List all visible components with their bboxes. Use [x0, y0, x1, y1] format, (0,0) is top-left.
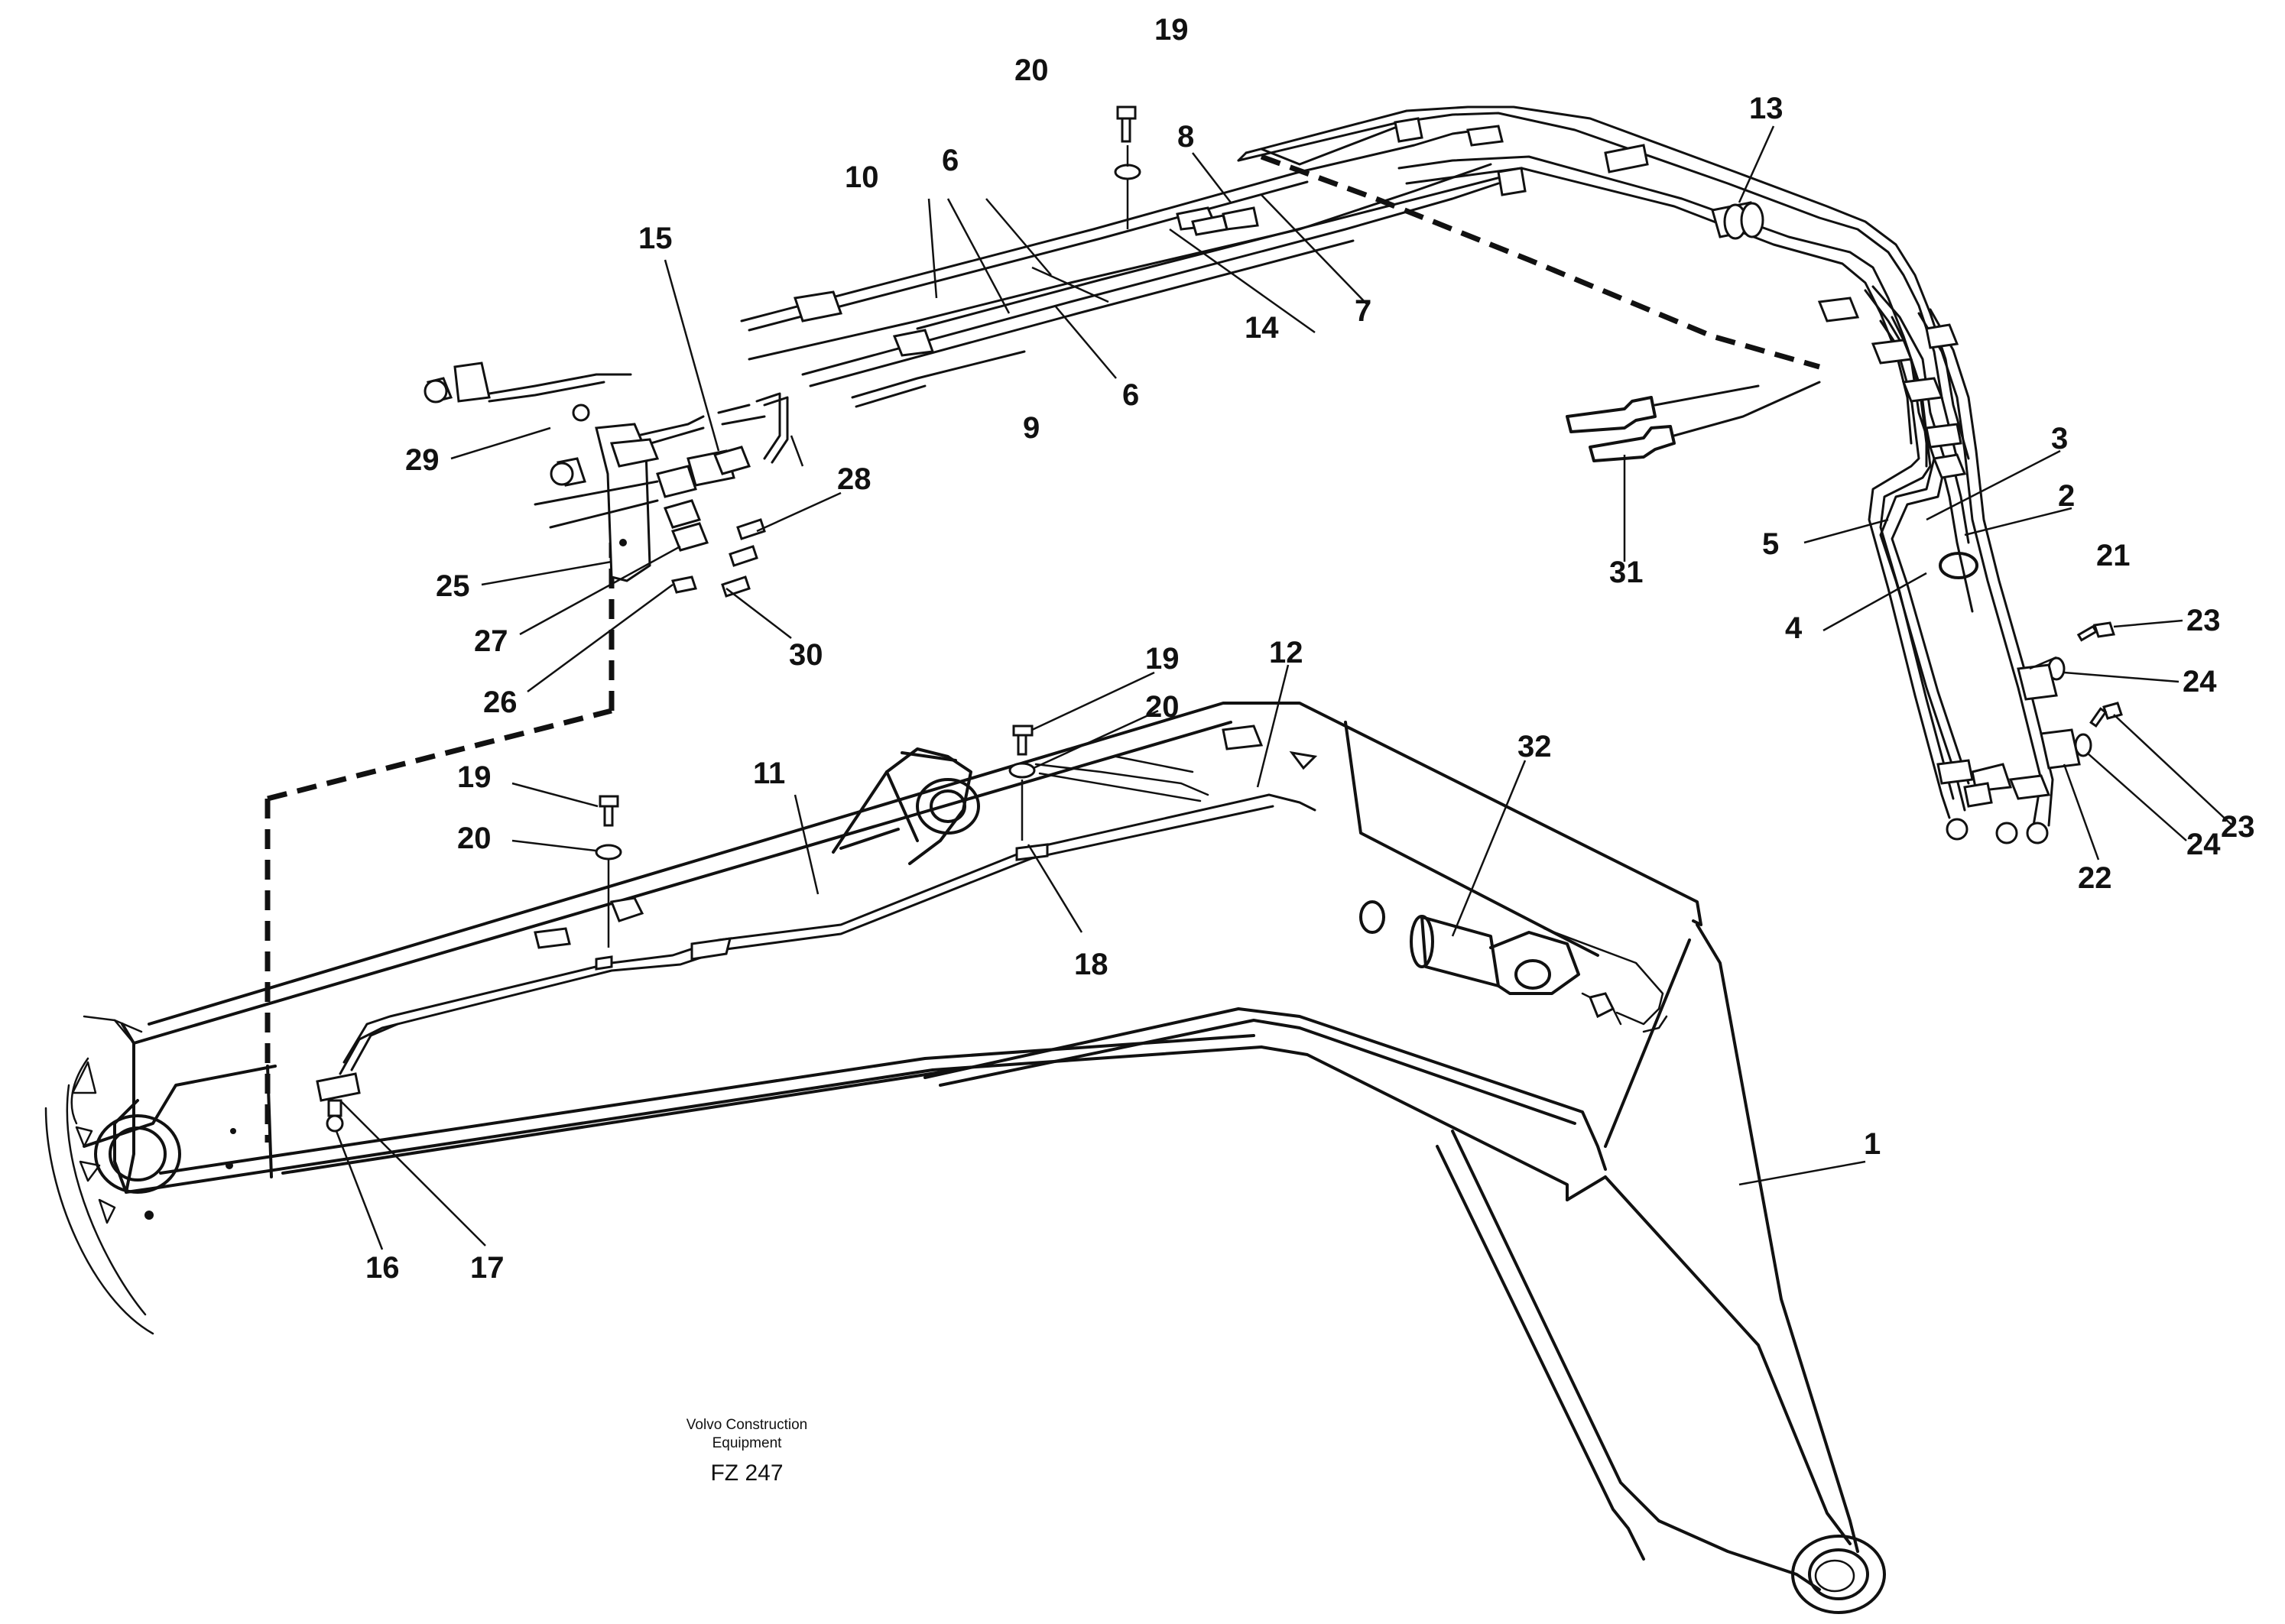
leader-lines: [335, 125, 2233, 1250]
label-10: 10: [845, 160, 879, 194]
label-6-bottom: 6: [1122, 378, 1139, 412]
fasteners: [595, 105, 2123, 948]
label-14: 14: [1245, 311, 1279, 345]
caption-company-line1: Volvo Construction: [686, 1417, 807, 1433]
cylinder-bracket: [832, 747, 1209, 865]
sensor-assembly: [1359, 900, 1668, 1033]
label-13: 13: [1749, 92, 1784, 125]
caption-company-line2: Equipment: [712, 1435, 783, 1451]
label-29: 29: [405, 443, 440, 477]
figure-caption: Volvo Construction Equipment FZ 247: [686, 1417, 807, 1486]
valve-bracket-assembly: [424, 361, 766, 598]
label-22: 22: [2078, 861, 2112, 895]
label-21: 21: [2096, 539, 2131, 572]
label-4: 4: [1785, 611, 1803, 645]
label-3: 3: [2051, 422, 2068, 455]
label-9: 9: [1023, 411, 1040, 445]
label-28: 28: [837, 462, 871, 496]
label-2: 2: [2058, 479, 2075, 513]
label-11: 11: [753, 757, 785, 790]
label-1: 1: [1864, 1127, 1881, 1161]
upper-pipe-set: [265, 105, 2054, 1143]
label-26: 26: [483, 686, 518, 719]
label-20-top: 20: [1014, 53, 1049, 87]
label-30: 30: [789, 638, 823, 672]
label-5: 5: [1762, 527, 1779, 561]
label-16: 16: [365, 1251, 400, 1285]
label-19-middle: 19: [1145, 642, 1180, 676]
boom-body: [44, 702, 1886, 1614]
label-17: 17: [470, 1251, 505, 1285]
label-7: 7: [1355, 294, 1371, 328]
label-20-left: 20: [457, 822, 492, 855]
label-15: 15: [638, 222, 673, 255]
figure-code: FZ 247: [710, 1460, 783, 1486]
label-23-lower: 23: [2221, 810, 2255, 844]
label-19-top: 19: [1154, 13, 1189, 47]
label-23-upper: 23: [2186, 604, 2221, 637]
label-6-top: 6: [942, 144, 959, 177]
label-19-left: 19: [457, 760, 492, 794]
label-18: 18: [1074, 948, 1108, 981]
label-12: 12: [1269, 636, 1303, 669]
label-20-middle: 20: [1145, 690, 1180, 724]
label-31: 31: [1609, 556, 1644, 589]
label-27: 27: [474, 624, 508, 658]
label-25: 25: [436, 569, 470, 603]
boom-pipe-set: [316, 724, 1318, 1133]
label-32: 32: [1517, 730, 1552, 763]
label-8: 8: [1177, 120, 1194, 154]
label-24-upper: 24: [2183, 665, 2217, 699]
part-labels: 1 2 3 4 5 6 6 7 8 9 10 11 12 13 14 15 16…: [365, 13, 2255, 1285]
label-24-lower: 24: [2186, 828, 2221, 861]
